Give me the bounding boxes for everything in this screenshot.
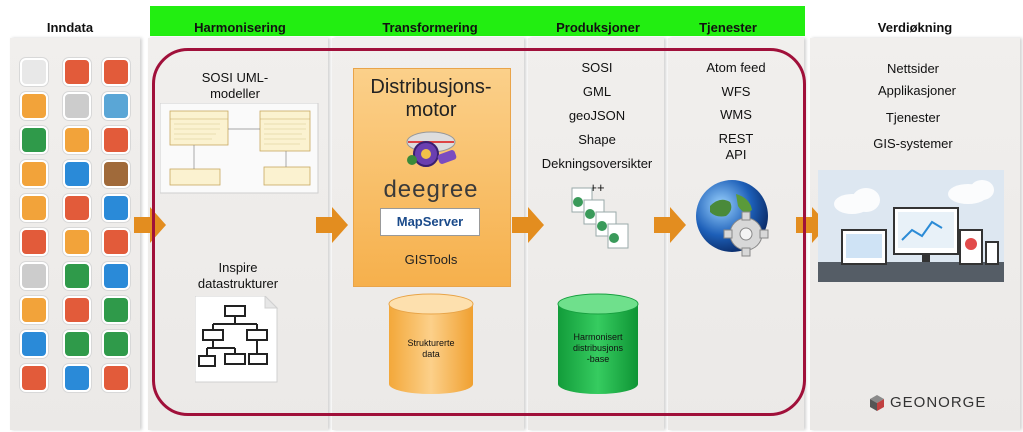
theme-icon <box>63 194 91 222</box>
theme-icon <box>63 160 91 188</box>
header-harmonisering: Harmonisering <box>194 20 286 35</box>
distribution-engine-box <box>353 68 511 287</box>
engine-title: Distribusjons- motor <box>353 76 509 122</box>
theme-icon <box>20 92 48 120</box>
sosi-uml-label-line1: SOSI UML- <box>201 70 269 85</box>
deegree-label: deegree <box>383 176 479 203</box>
theme-icon <box>102 296 130 324</box>
theme-icon <box>63 58 91 86</box>
theme-icon <box>20 58 48 86</box>
deegree-logo: deegree <box>353 176 509 204</box>
inspire-label-line2: datastrukturer <box>197 276 279 291</box>
geonorge-logo: GEONORGE <box>868 393 998 413</box>
theme-icon <box>102 194 130 222</box>
geonorge-mark-icon <box>870 395 884 411</box>
structured-data-cylinder <box>388 293 474 394</box>
header-inndata: Inndata <box>46 20 94 35</box>
mapserver-logo: MapServer <box>380 208 480 236</box>
sosi-uml-label-line2: modeller <box>210 86 260 101</box>
theme-icon <box>102 330 130 358</box>
process-band <box>150 6 805 36</box>
structured-data-label-line1: Strukturerte <box>407 338 455 348</box>
arrow-icon <box>654 207 686 243</box>
theme-icon <box>20 364 48 392</box>
service-item: Atom feed <box>706 60 766 75</box>
engine-title-line2: motor <box>405 99 457 121</box>
distribution-base-cylinder <box>557 293 639 394</box>
theme-icon <box>102 262 130 290</box>
structured-data-label-line2: data <box>422 349 440 359</box>
uml-diagram-thumbnail <box>160 103 319 194</box>
arrow-icon <box>512 207 544 243</box>
value-item: Tjenester <box>885 110 941 125</box>
theme-icon <box>63 330 91 358</box>
service-item: WMS <box>720 107 752 122</box>
theme-icon <box>102 228 130 256</box>
theme-icon <box>63 126 91 154</box>
org-chart-document-icon <box>195 296 279 383</box>
theme-icon <box>63 296 91 324</box>
theme-icon <box>20 126 48 154</box>
format-item: geoJSON <box>568 108 626 123</box>
theme-icon <box>63 92 91 120</box>
header-tjenester: Tjenester <box>699 20 757 35</box>
distribution-base-label-line3: -base <box>586 354 610 364</box>
arrow-icon <box>316 207 348 243</box>
theme-icon <box>20 228 48 256</box>
header-verdiokning: Verdiøkning <box>877 20 953 35</box>
gistools-label: GISTools <box>404 252 458 267</box>
theme-icon <box>102 92 130 120</box>
theme-icon <box>20 194 48 222</box>
distribution-base-label-line1: Harmonisert <box>573 332 623 342</box>
header-produksjoner: Produksjoner <box>556 20 640 35</box>
arrow-icon <box>134 207 166 243</box>
globe-gear-icon <box>696 180 769 257</box>
theme-icon <box>102 126 130 154</box>
theme-icon <box>63 364 91 392</box>
theme-icon <box>63 262 91 290</box>
geonorge-label: GEONORGE <box>890 394 987 411</box>
format-item: SOSI <box>581 60 613 75</box>
service-item: WFS <box>721 84 751 99</box>
service-item: API <box>725 147 747 162</box>
engine-title-line1: Distribusjons- <box>370 76 492 98</box>
value-item: Nettsider <box>886 61 940 76</box>
theme-icon <box>102 364 130 392</box>
theme-icon <box>102 160 130 188</box>
format-item: Shape <box>578 132 616 147</box>
devices-illustration <box>818 170 1004 282</box>
theme-icon <box>102 58 130 86</box>
distribution-frame <box>152 48 806 416</box>
theme-icon <box>20 160 48 188</box>
mapserver-label: MapServer <box>396 214 464 229</box>
engine-gear-icon <box>406 131 457 167</box>
value-item: GIS-systemer <box>873 136 953 151</box>
header-transformering: Transformering <box>382 20 478 35</box>
service-item: REST <box>718 131 754 146</box>
format-item: GML <box>582 84 612 99</box>
theme-icon <box>20 296 48 324</box>
distribution-base-label-line2: distribusjons <box>572 343 624 353</box>
inspire-label-line1: Inspire <box>218 260 258 275</box>
document-stack-icon <box>571 187 629 249</box>
theme-icon <box>20 330 48 358</box>
theme-icon <box>20 262 48 290</box>
format-item: Dekningsoversikter <box>541 156 653 171</box>
format-item: ++ <box>589 180 605 195</box>
theme-icon <box>63 228 91 256</box>
value-item: Applikasjoner <box>877 83 957 98</box>
